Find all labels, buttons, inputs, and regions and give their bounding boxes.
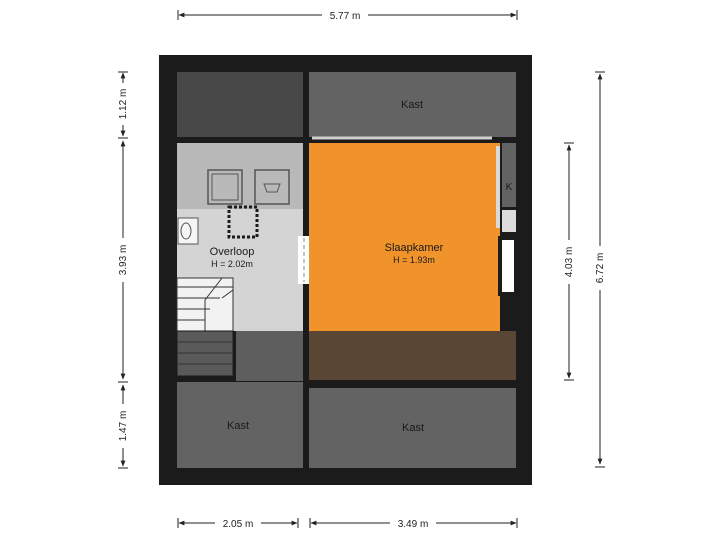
dryer-icon — [263, 183, 281, 193]
room-kast-bottom-left — [177, 382, 303, 468]
room-kast-top — [309, 72, 516, 137]
room-kast-small — [502, 143, 516, 207]
label-overloop: Overloop — [210, 246, 255, 258]
dim-label-bg — [116, 404, 130, 448]
dim-label-bg — [116, 238, 130, 282]
label-kast-bottom-left: Kast — [227, 420, 249, 432]
stair-winder — [204, 277, 234, 331]
dim-left-top: 1.12 m — [118, 89, 129, 120]
dim-left-bottom: 1.47 m — [118, 411, 129, 442]
boiler-unit — [227, 205, 259, 239]
right-recess — [502, 210, 516, 232]
dim-right-inner: 4.03 m — [564, 247, 575, 278]
dim-bottom-right-width: 3.49 m — [398, 519, 429, 530]
sink-basin — [180, 222, 192, 240]
label-kast-small: K — [506, 182, 513, 193]
label-kast-bottom-right: Kast — [402, 422, 424, 434]
dim-label-bg — [322, 8, 368, 22]
label-slaapkamer: Slaapkamer — [385, 242, 444, 254]
storage-top-left — [177, 72, 303, 137]
lower-left-area — [236, 331, 303, 381]
dim-label-bg — [215, 516, 261, 530]
dim-top-width: 5.77 m — [330, 11, 361, 22]
dryer-appliance — [254, 169, 290, 205]
dim-label-bg — [593, 246, 607, 290]
room-slaapkamer — [309, 143, 497, 331]
dim-label-bg — [390, 516, 436, 530]
dim-label-bg — [116, 83, 130, 125]
dim-left-middle: 3.93 m — [118, 245, 129, 276]
window-glass — [502, 240, 514, 292]
overloop-upper-band — [177, 143, 303, 209]
dim-label-bg — [562, 240, 576, 284]
small-closet-door — [496, 146, 500, 228]
label-kast-top: Kast — [401, 99, 423, 111]
washer-appliance — [207, 169, 243, 205]
room-kast-bottom-right — [309, 388, 516, 468]
dim-right-outer: 6.72 m — [595, 253, 606, 284]
dim-bottom-left-width: 2.05 m — [223, 519, 254, 530]
slaapkamer-slope-zone — [309, 331, 516, 381]
label-slaapkamer-height: H = 1.93m — [393, 255, 435, 265]
washer-inner — [211, 173, 239, 201]
label-overloop-height: H = 2.02m — [211, 259, 253, 269]
